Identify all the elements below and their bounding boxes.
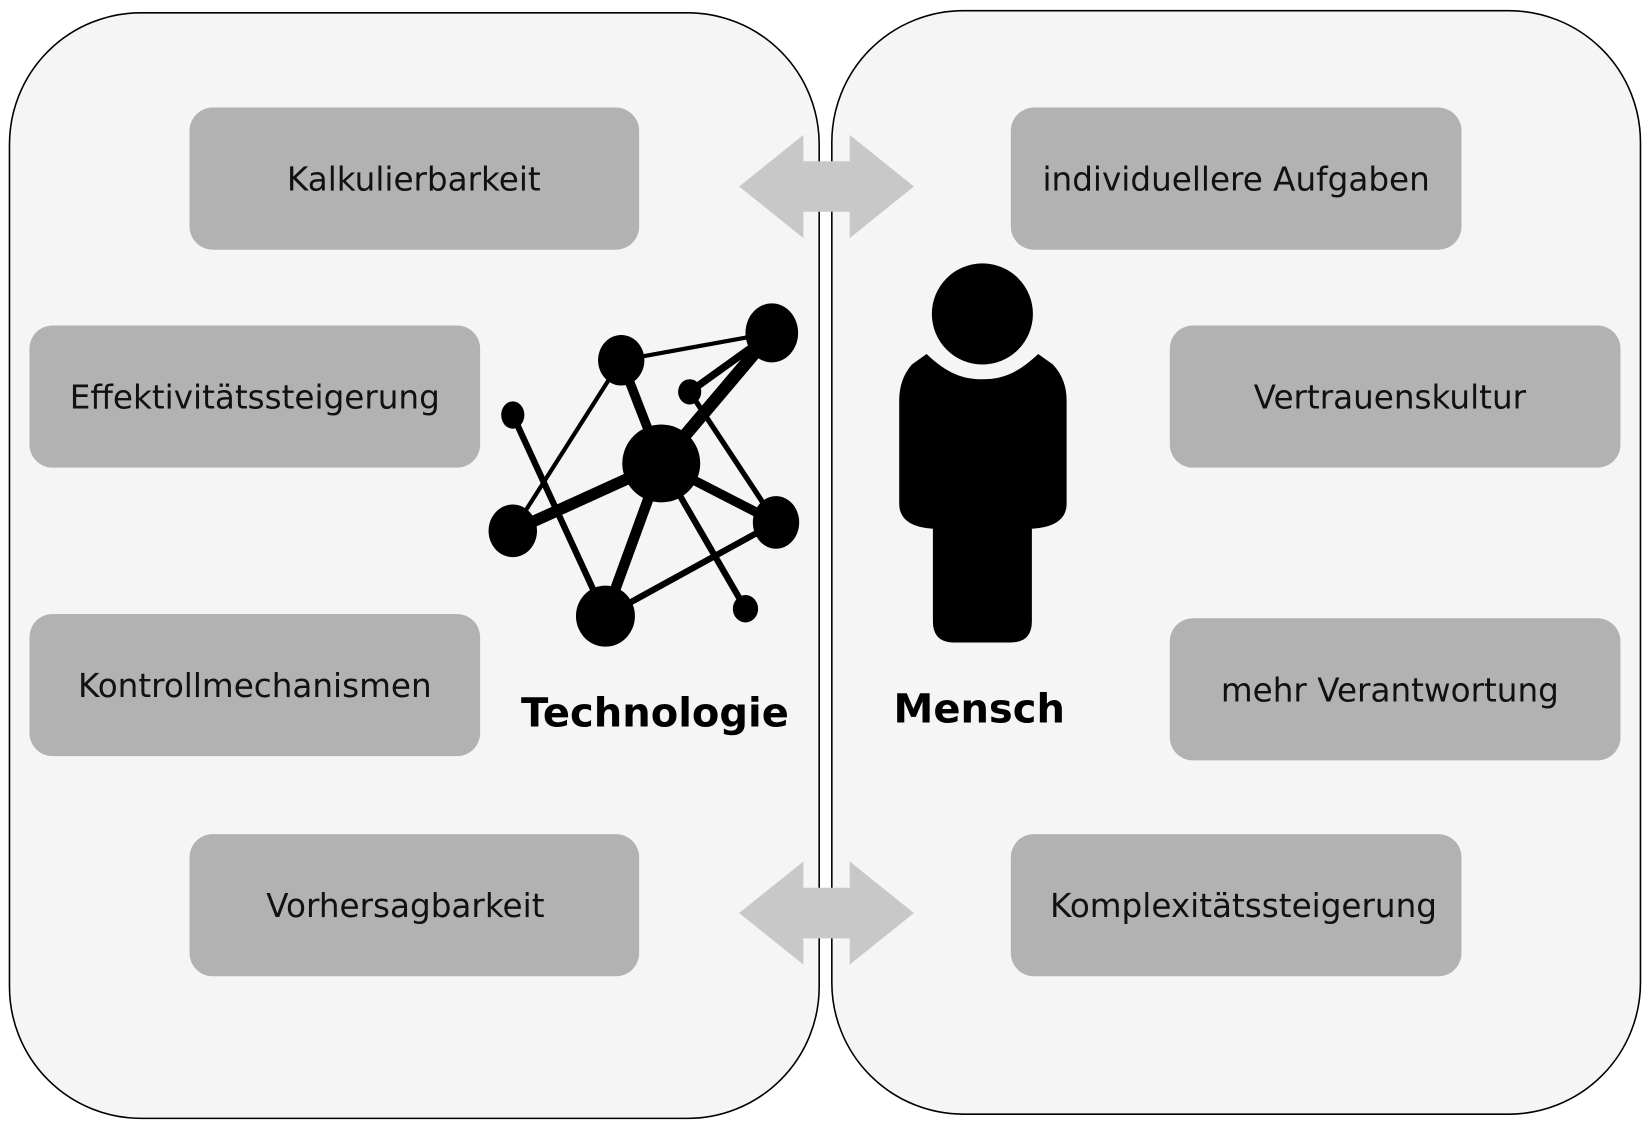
human-title: Mensch — [894, 686, 1065, 732]
svg-text:Komplexitätssteigerung: Komplexitätssteigerung — [1050, 887, 1437, 925]
tech-item-4: Vorhersagbarkeit — [189, 834, 640, 977]
person-icon — [899, 263, 1067, 643]
human-item-4: Komplexitätssteigerung — [1010, 834, 1462, 977]
svg-text:individuellere Aufgaben: individuellere Aufgaben — [1042, 161, 1429, 199]
technology-title: Technologie — [521, 691, 789, 737]
svg-text:Kalkulierbarkeit: Kalkulierbarkeit — [287, 161, 541, 199]
tech-item-2: Effektivitätssteigerung — [29, 325, 481, 468]
human-item-2: Vertrauenskultur — [1169, 325, 1621, 468]
double-arrow-icon — [739, 861, 914, 965]
network-icon — [488, 303, 800, 647]
human-item-3: mehr Verantwortung — [1169, 618, 1621, 761]
svg-text:mehr Verantwortung: mehr Verantwortung — [1221, 671, 1559, 709]
svg-text:Kontrollmechanismen: Kontrollmechanismen — [78, 667, 432, 705]
tech-item-3: Kontrollmechanismen — [29, 614, 481, 757]
tech-item-1: Kalkulierbarkeit — [189, 107, 640, 250]
human-item-1: individuellere Aufgaben — [1010, 107, 1462, 250]
svg-text:Effektivitätssteigerung: Effektivitätssteigerung — [70, 379, 440, 417]
svg-text:Vorhersagbarkeit: Vorhersagbarkeit — [266, 887, 544, 925]
double-arrow-icon — [739, 134, 914, 239]
svg-text:Vertrauenskultur: Vertrauenskultur — [1254, 379, 1527, 417]
